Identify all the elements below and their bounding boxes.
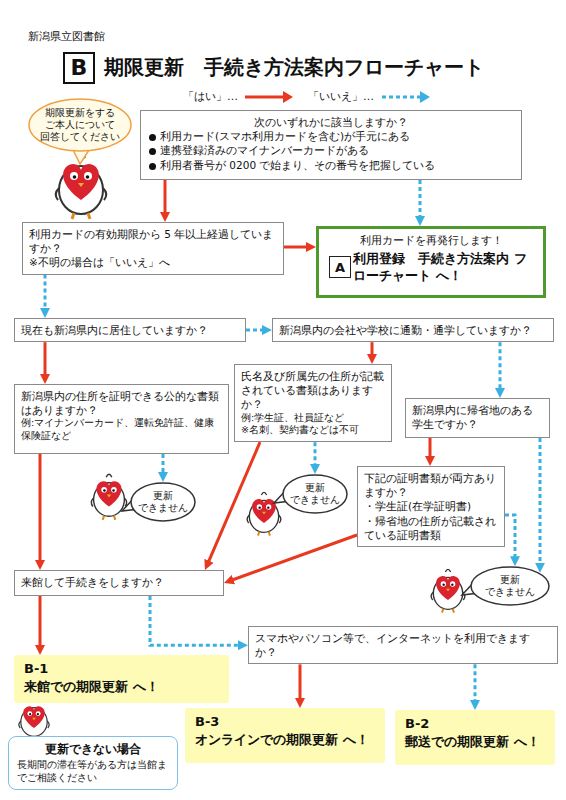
no-arrow	[474, 664, 477, 702]
no-arrow	[539, 438, 542, 565]
node-text: ・学生証(在学証明書)	[364, 499, 498, 513]
result-box: B-1来館での期限更新 へ！	[14, 655, 229, 703]
node-text: 例:マイナンバーカード、運転免許証、健康保険証など	[21, 417, 222, 443]
node-text: オンラインでの期限更新 へ！	[195, 731, 375, 749]
node-text: 更新 できません	[476, 574, 544, 599]
node-text: 利用カードを再発行します！	[327, 233, 535, 247]
bubble-outline	[131, 483, 195, 521]
yes-arrow	[371, 342, 374, 356]
decision-box: 利用カードの有効期限から 5 年以上経過していますか？※不明の場合は「いいえ」へ	[22, 222, 284, 275]
yes-arrow	[39, 454, 42, 562]
mascot	[247, 492, 281, 535]
speech-bubble: 更新 できません	[470, 566, 550, 606]
library-name: 新潟県立図書館	[28, 30, 105, 44]
node-text: スマホやパソコン等で、インターネットを利用できますか？	[255, 631, 551, 659]
section-badge: B	[63, 52, 95, 84]
node-text: 利用カードの有効期限から 5 年以上経過していますか？	[29, 227, 277, 255]
node-text: 更新できない場合	[17, 741, 169, 757]
decision-box: 氏名及び所属先の住所が記載されている書類はありますか？例:学生証、社員証など※名…	[234, 364, 392, 442]
result-box: B-2郵送での期限更新 へ！	[395, 710, 555, 765]
decision-box: スマホやパソコン等で、インターネットを利用できますか？	[248, 626, 558, 664]
node-text: 期限更新をする ご本人について 回答してください	[36, 107, 124, 143]
no-arrow	[419, 180, 422, 218]
no-arrow	[499, 342, 502, 390]
node-text: B	[65, 54, 93, 81]
no-arrow	[314, 442, 317, 466]
mascot	[431, 569, 465, 612]
node-text: ※名刺、契約書などは不可	[241, 424, 385, 437]
no-arrow	[246, 329, 264, 332]
node-text: B-2	[405, 715, 545, 733]
result-box: 利用カードを再発行します！ 利用登録 手続き方法案内 フローチャート へ！ A	[316, 226, 546, 298]
result-box: B-3オンラインでの期限更新 へ！	[185, 708, 385, 763]
node-text: 現在も新潟県内に居住していますか？	[21, 323, 239, 337]
page-title-slot: 期限更新 手続き方法案内フローチャート	[104, 54, 484, 80]
node-text: 更新 できません	[136, 490, 190, 515]
node-text: 下記の証明書類が両方ありますか？	[364, 471, 498, 499]
decision-box: 次のいずれかに該当しますか？利用カード(スマホ利用カードを含む)が手元にある連携…	[140, 110, 522, 180]
legend-no-sample	[420, 91, 430, 103]
node-text: 新潟県内に帰省地のある学生ですか？	[412, 403, 543, 431]
page-title: 期限更新 手続き方法案内フローチャート	[104, 54, 484, 80]
speech-bubble: 更新 できません	[130, 482, 196, 522]
bubble-outline	[29, 99, 131, 151]
yes-arrow	[232, 535, 357, 580]
no-arrow	[505, 515, 515, 558]
bubble-outline	[283, 475, 347, 513]
yes-arrow	[299, 664, 302, 700]
bubble-outline	[471, 567, 549, 605]
decision-box: 新潟県内の会社や学校に通勤・通学していますか？	[272, 318, 554, 342]
legend-text-slot: 「いいえ」…	[308, 90, 374, 104]
legend-yes-sample	[245, 96, 284, 99]
yes-arrow	[284, 246, 308, 249]
decision-box: 新潟県内に帰省地のある学生ですか？	[405, 398, 550, 438]
yes-arrow	[39, 596, 42, 647]
node-text: B-3	[195, 713, 375, 731]
no-arrow	[162, 454, 165, 474]
node-text: A	[335, 261, 345, 274]
node-text: 新潟県内の住所を証明できる公的な書類はありますか？	[21, 389, 222, 417]
legend-yes-sample	[283, 91, 293, 103]
decision-box: 来館して手続きをしますか？	[14, 570, 224, 596]
decision-box: 下記の証明書類が両方ありますか？・学生証(在学証明書)・帰省地の住所が記載されて…	[357, 466, 505, 547]
yes-arrow	[429, 438, 432, 458]
node-text: 新潟県内の会社や学校に通勤・通学していますか？	[279, 323, 547, 337]
node-text: ※不明の場合は「いいえ」へ	[29, 255, 277, 269]
node-text: 更新 できません	[288, 482, 342, 507]
library-name-slot: 新潟県立図書館	[28, 30, 105, 44]
yes-arrow	[164, 180, 167, 214]
node-text: 郵送での期限更新 へ！	[405, 733, 545, 751]
legend-text: 「はい」…	[183, 90, 238, 104]
decision-box: 新潟県内の住所を証明できる公的な書類はありますか？例:マイナンバーカード、運転免…	[14, 384, 229, 454]
node-text: B-1	[24, 660, 219, 678]
legend-no-sample	[382, 96, 421, 99]
no-arrow	[150, 596, 240, 645]
node-text: 来館して手続きをしますか？	[21, 575, 217, 589]
node-text: 連携登録済みのマイナンバーカードがある	[147, 143, 515, 157]
mascot	[19, 700, 49, 739]
legend-text-slot: 「はい」…	[183, 90, 238, 104]
note-box: 更新できない場合長期間の滞在等がある方は当館までご相談ください	[8, 736, 178, 790]
decision-box: 現在も新潟県内に居住していますか？	[14, 318, 246, 342]
section-badge: A	[329, 256, 351, 278]
node-text: 利用カード(スマホ利用カードを含む)が手元にある	[147, 129, 515, 143]
legend-text: 「いいえ」…	[308, 90, 374, 104]
speech-bubble: 期限更新をする ご本人について 回答してください	[28, 98, 132, 152]
node-text: 次のいずれかに該当しますか？	[147, 115, 515, 129]
node-text: ・帰省地の住所が記載されている証明書類	[364, 514, 498, 542]
no-arrow	[44, 275, 47, 310]
mascot	[91, 474, 126, 520]
node-text: 長期間の滞在等がある方は当館までご相談ください	[17, 759, 169, 785]
node-text: 利用登録 手続き方法案内 フローチャート へ！	[353, 251, 535, 285]
yes-arrow	[44, 342, 47, 376]
node-text: 氏名及び所属先の住所が記載されている書類はありますか？	[241, 369, 385, 412]
node-text: 来館での期限更新 へ！	[24, 678, 219, 696]
yes-arrow	[208, 442, 260, 563]
node-text: 例:学生証、社員証など	[241, 412, 385, 425]
speech-bubble: 更新 できません	[282, 474, 348, 514]
node-text: 利用者番号が 0200 で始まり、その番号を把握している	[147, 158, 515, 172]
